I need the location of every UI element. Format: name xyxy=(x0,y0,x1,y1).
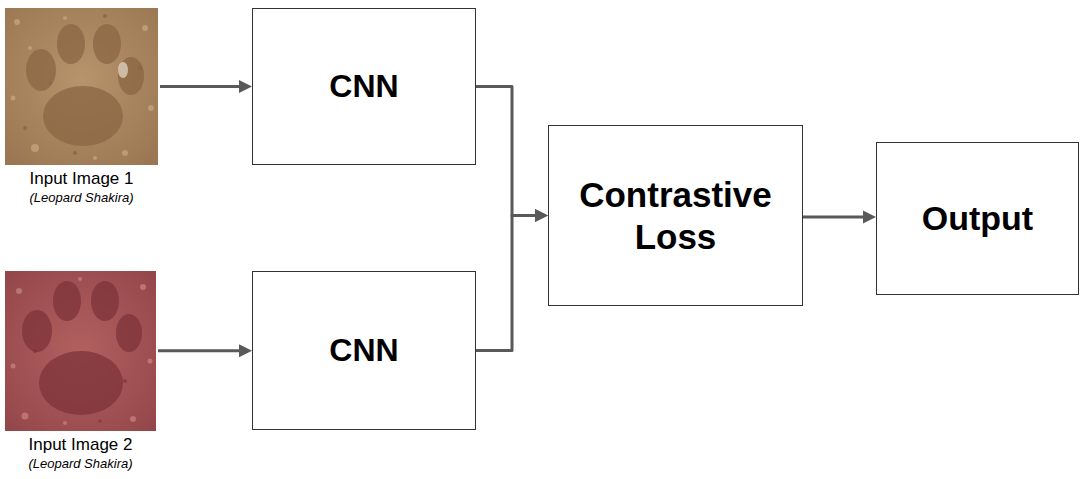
image-caption: Input Image 2 xyxy=(3,435,158,455)
box-label: CNN xyxy=(329,67,398,105)
box-label: Contrastive Loss xyxy=(563,174,788,258)
connector-arrow xyxy=(476,87,537,216)
box-label: Output xyxy=(922,198,1033,239)
process-box: CNN xyxy=(252,271,476,430)
arrow-head xyxy=(535,209,548,222)
box-label: CNN xyxy=(329,331,398,369)
loss-box: Contrastive Loss xyxy=(548,125,803,306)
input-image: Input Image 1(Leopard Shakira) xyxy=(3,8,160,206)
paw-print-photo xyxy=(5,8,158,165)
arrow-head xyxy=(863,211,876,224)
process-box: CNN xyxy=(252,8,476,165)
connector-arrow xyxy=(160,85,241,88)
image-subcaption: (Leopard Shakira) xyxy=(3,189,160,206)
arrow-head xyxy=(239,80,252,93)
input-image: Input Image 2(Leopard Shakira) xyxy=(3,271,158,472)
connector-arrow xyxy=(158,349,241,352)
paw-print-photo xyxy=(5,271,156,431)
connector-arrow xyxy=(803,216,865,219)
arrow-head xyxy=(535,209,548,222)
connector-arrow xyxy=(476,216,537,351)
image-caption: Input Image 1 xyxy=(3,169,160,189)
image-subcaption: (Leopard Shakira) xyxy=(3,455,158,472)
output-box: Output xyxy=(876,142,1079,295)
arrow-head xyxy=(239,344,252,357)
